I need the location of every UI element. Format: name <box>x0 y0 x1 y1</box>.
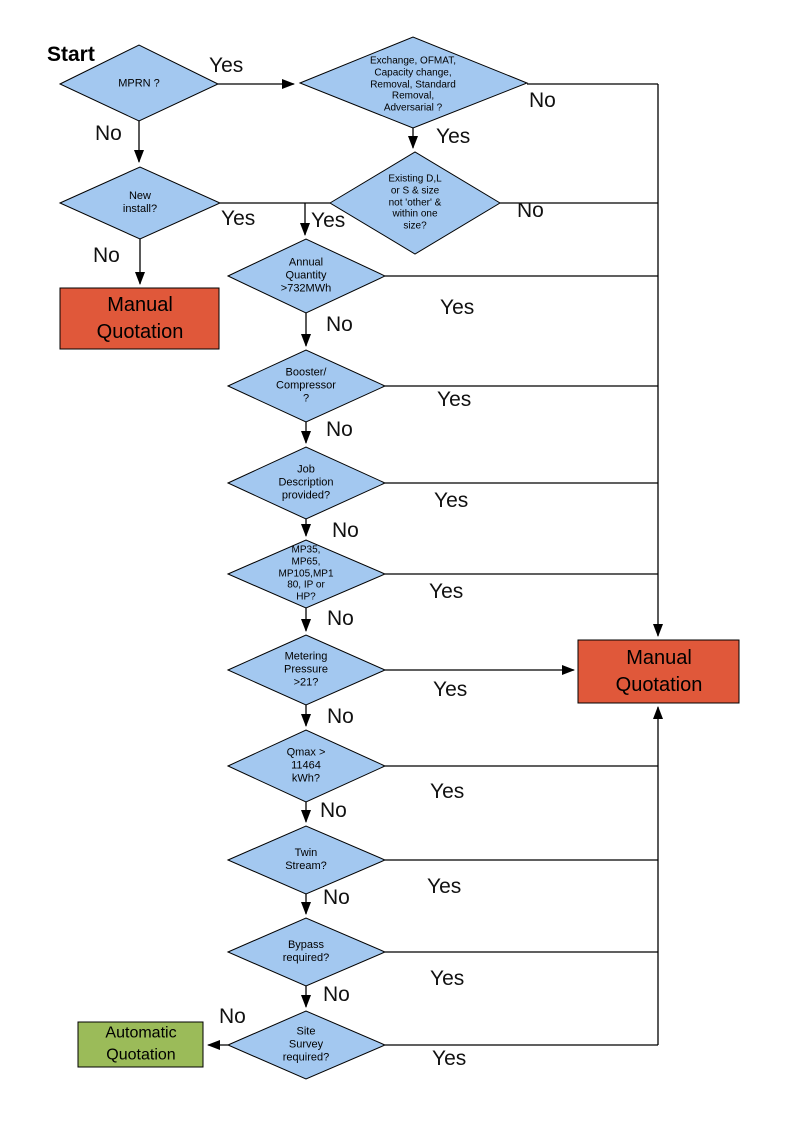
decision-job-shape <box>226 446 387 520</box>
edge-label-twin-no: No <box>323 886 350 909</box>
decision-metering-shape <box>226 634 387 706</box>
edge-label-booster-no: No <box>326 418 353 441</box>
edge-label-annual-no: No <box>326 313 353 336</box>
decision-job-label: Job Description provided? <box>278 463 334 502</box>
edge-label-metering-no: No <box>327 705 354 728</box>
edge-label-site-survey-no: No <box>219 1005 246 1028</box>
edge-label-booster-yes: Yes <box>437 388 472 411</box>
edge-label-new-install-no: No <box>93 244 120 267</box>
decision-exchange-label: Exchange, OFMAT, Capacity change, Remova… <box>370 55 456 114</box>
decision-bypass-shape <box>226 917 387 987</box>
decision-new-install-label: New install? <box>122 190 158 215</box>
decision-booster-label: Booster/ Compressor ? <box>276 366 336 405</box>
edge-label-new-install-yes: Yes <box>221 207 256 230</box>
start-label: Start <box>47 43 95 66</box>
terminal-automatic-shape <box>77 1021 204 1068</box>
edge-label-metering-yes: Yes <box>433 678 468 701</box>
decision-bypass-label: Bypass required? <box>282 939 330 964</box>
edge-label-bypass-no: No <box>323 983 350 1006</box>
terminal-automatic-label: Automatic Quotation <box>105 1024 177 1063</box>
decision-qmax-shape <box>226 729 387 803</box>
edge-label-mprn-no: No <box>95 122 122 145</box>
decision-mprn-label: MPRN ? <box>118 77 160 90</box>
decision-booster-shape <box>226 349 387 423</box>
decision-mp-shape <box>226 539 387 609</box>
decision-annual-shape <box>226 238 387 314</box>
edge-label-job-yes: Yes <box>434 489 469 512</box>
decision-twin-shape <box>226 825 387 895</box>
decision-twin-label: Twin Stream? <box>285 847 327 872</box>
edge-label-exchange-yes: Yes <box>436 125 471 148</box>
edge-label-annual-yes: Yes <box>440 296 475 319</box>
edge-label-job-no: No <box>332 519 359 542</box>
decision-mprn-shape <box>58 44 220 122</box>
decision-site-survey-label: Site Survey required? <box>282 1025 330 1064</box>
terminal-manual-left-shape <box>59 287 220 350</box>
decision-mp-label: MP35, MP65, MP105,MP1 80, IP or HP? <box>278 544 334 603</box>
edge-label-bypass-yes: Yes <box>430 967 465 990</box>
edge-label-site-survey-yes: Yes <box>432 1047 467 1070</box>
decision-existing-shape <box>329 151 501 255</box>
edge-label-mp-no: No <box>327 607 354 630</box>
decision-qmax-label: Qmax > 11464 kWh? <box>286 746 326 785</box>
edge-label-qmax-yes: Yes <box>430 780 465 803</box>
edge-label-exchange-no: No <box>529 89 556 112</box>
edge-label-existing-no: No <box>517 199 544 222</box>
edge-label-existing-yes: Yes <box>311 209 346 232</box>
terminal-manual-left-label: Manual Quotation <box>96 294 184 343</box>
terminal-manual-right-shape <box>577 639 740 704</box>
edge-label-twin-yes: Yes <box>427 875 462 898</box>
decision-existing-label: Existing D,L or S & size not 'other' & w… <box>388 173 442 232</box>
decision-exchange-shape <box>298 36 529 129</box>
edge-label-mp-yes: Yes <box>429 580 464 603</box>
decision-annual-label: Annual Quantity >732MWh <box>280 256 332 295</box>
decision-new-install-shape <box>58 166 222 240</box>
edge-label-qmax-no: No <box>320 799 347 822</box>
decision-metering-label: Metering Pressure >21? <box>283 650 329 689</box>
decision-site-survey-shape <box>226 1010 387 1080</box>
edge-label-mprn-yes: Yes <box>209 54 244 77</box>
terminal-manual-right-label: Manual Quotation <box>615 647 703 696</box>
